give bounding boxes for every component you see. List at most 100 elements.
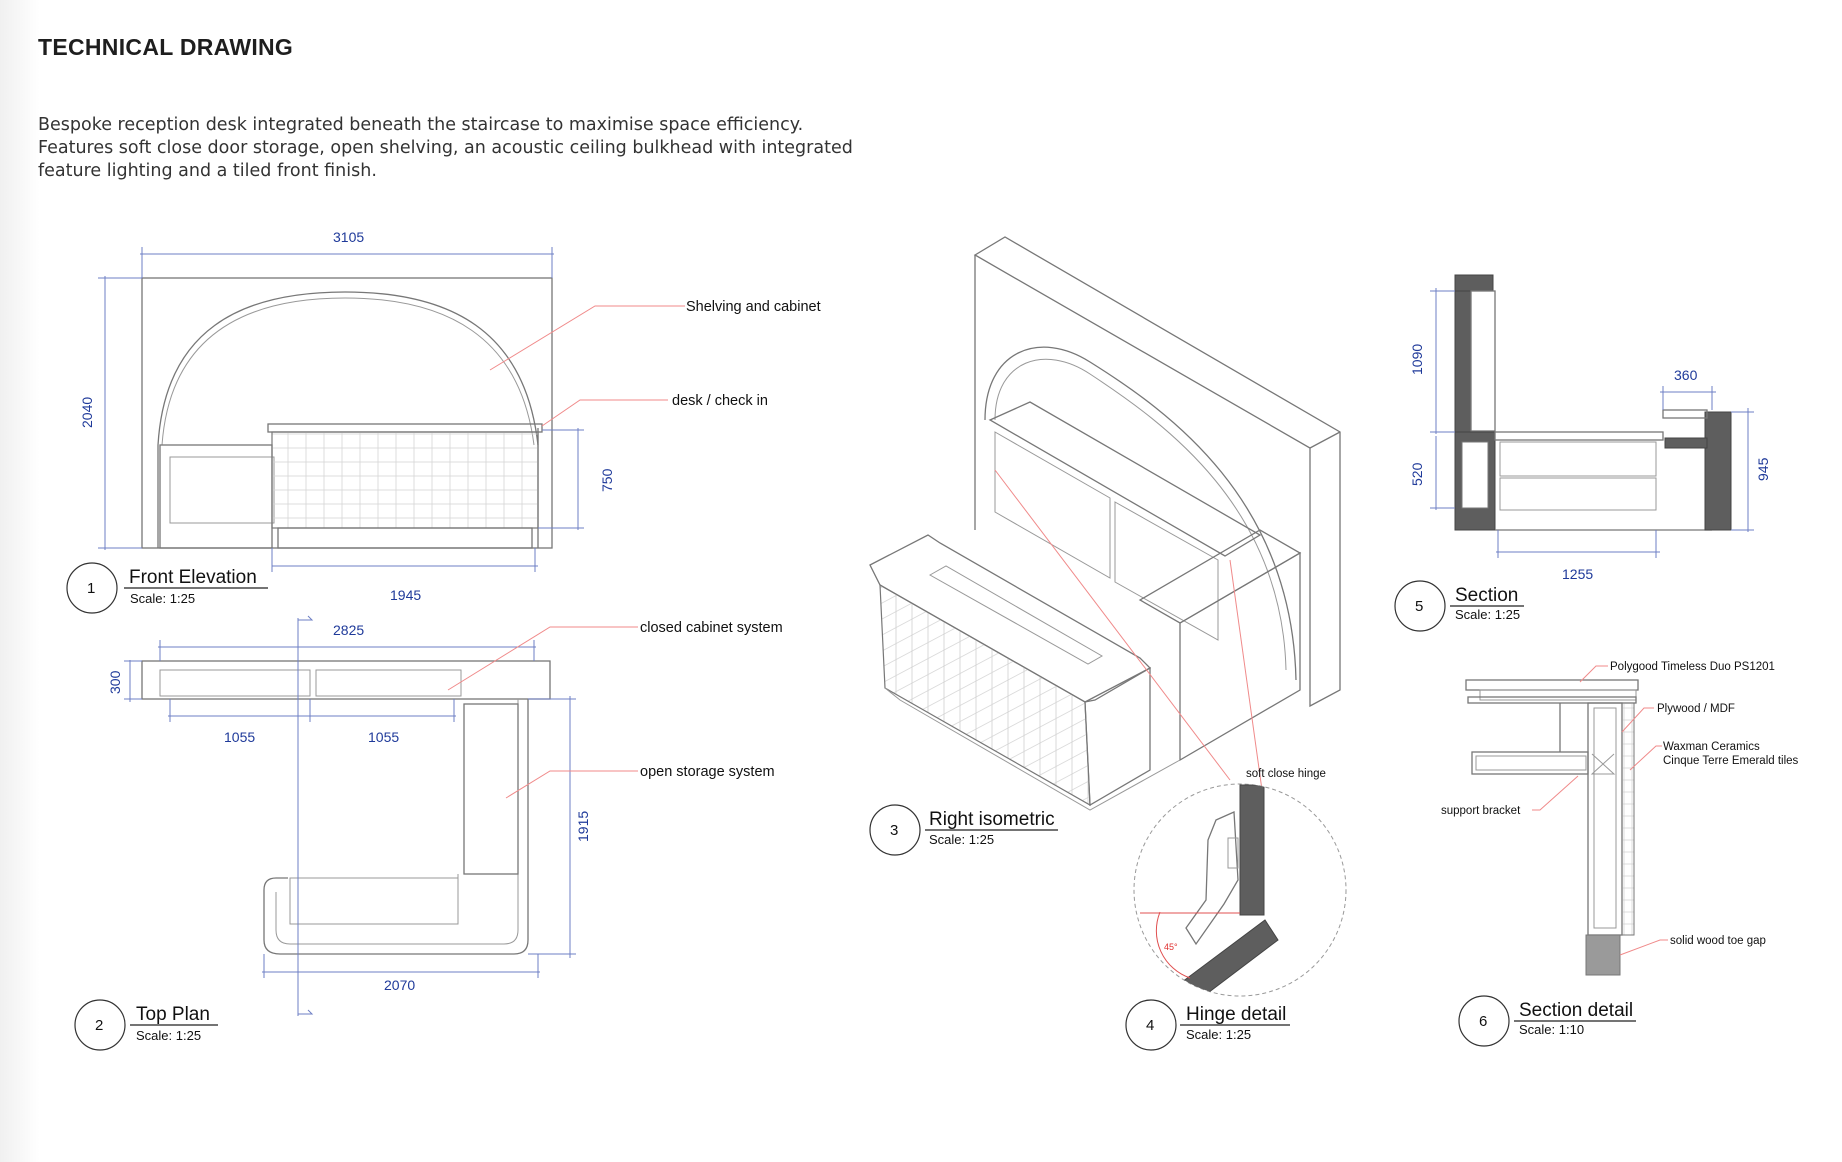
front-elevation-view: 3105 2040 750 1945 Shelving and cabinet … bbox=[66, 229, 821, 614]
view-number-5: 5 bbox=[1415, 598, 1423, 615]
worktop-substrate bbox=[1479, 689, 1637, 701]
iso-arch-inner bbox=[994, 358, 1287, 671]
view-badge-6 bbox=[1458, 995, 1510, 1047]
leader-ply bbox=[1621, 707, 1654, 733]
detail-circle bbox=[1133, 783, 1347, 997]
upper-panel bbox=[1470, 290, 1496, 432]
desk-tiled-front bbox=[271, 431, 539, 529]
desk-end-face bbox=[1084, 666, 1151, 807]
view-scale-4: Scale: 1:25 bbox=[1186, 1027, 1251, 1042]
note-top: Polygood Timeless Duo PS1201 bbox=[1610, 661, 1775, 673]
hinge-cup bbox=[1227, 837, 1239, 869]
cabinet-bay-right bbox=[315, 669, 462, 697]
bracket-cross bbox=[1590, 753, 1616, 775]
view-scale-6: Scale: 1:10 bbox=[1519, 1022, 1584, 1037]
dim-desk-width: 1945 bbox=[390, 587, 421, 603]
bulkhead-top bbox=[1454, 274, 1494, 292]
leader-bracket bbox=[1532, 775, 1579, 811]
note-hinge: soft close hinge bbox=[1246, 768, 1326, 780]
leader-open bbox=[505, 770, 638, 799]
lower-opening bbox=[1461, 441, 1489, 509]
dim-right: 945 bbox=[1755, 457, 1771, 481]
desk-tiled-face-iso bbox=[879, 583, 1091, 807]
note-desk: desk / check in bbox=[672, 393, 768, 409]
leader-desk bbox=[541, 399, 668, 427]
front-panel-section bbox=[1704, 411, 1732, 531]
desk-top bbox=[267, 423, 543, 433]
cabinet-door-right bbox=[1114, 501, 1219, 641]
desk-plinth bbox=[277, 527, 533, 549]
drawer-1 bbox=[1499, 441, 1657, 477]
dim-bay-left: 1055 bbox=[224, 729, 255, 745]
desk-outer-outline bbox=[263, 699, 529, 955]
view-number-3: 3 bbox=[890, 822, 898, 839]
hinge-detail-view: 45° soft close hinge 4 Hinge detail Scal… bbox=[1125, 768, 1347, 1051]
shelf-inner bbox=[1475, 755, 1587, 771]
view-number-1: 1 bbox=[87, 580, 95, 597]
arch-inner bbox=[161, 297, 535, 446]
dim-depth: 300 bbox=[107, 670, 123, 694]
dim-upper: 1090 bbox=[1409, 344, 1425, 375]
section-detail-view: Polygood Timeless Duo PS1201 Plywood / M… bbox=[1441, 661, 1799, 1047]
dim-bay-right: 1055 bbox=[368, 729, 399, 745]
view-number-6: 6 bbox=[1479, 1013, 1487, 1030]
dim-overall: 2825 bbox=[333, 622, 364, 638]
angle-label: 45° bbox=[1164, 942, 1178, 952]
note-tiles-1: Waxman Ceramics bbox=[1663, 741, 1760, 753]
top-plan-view: 2825 300 1055 1055 1915 2070 closed cabi… bbox=[74, 615, 783, 1051]
view-badge-5 bbox=[1394, 580, 1446, 632]
dim-front: 2070 bbox=[384, 977, 415, 993]
cabinet-top bbox=[988, 401, 1262, 557]
dim-width: 3105 bbox=[333, 229, 364, 245]
counter-top-section bbox=[1662, 409, 1708, 419]
dim-bottom: 1255 bbox=[1562, 566, 1593, 582]
description-line-3: feature lighting and a tiled front finis… bbox=[38, 161, 377, 181]
cut-arrow-top bbox=[298, 615, 314, 621]
right-isometric-view: 3 Right isometric Scale: 1:25 bbox=[869, 236, 1341, 856]
desk-well bbox=[289, 877, 459, 925]
note-toe: solid wood toe gap bbox=[1670, 935, 1766, 947]
wall-corner bbox=[1309, 431, 1341, 449]
sheet-edge-shadow bbox=[0, 0, 40, 1162]
drawer-2 bbox=[1499, 477, 1657, 511]
wall-top-and-side bbox=[973, 236, 1341, 708]
view-badge-3 bbox=[869, 804, 921, 856]
back-cabinet-outline bbox=[141, 660, 551, 700]
open-storage bbox=[463, 703, 519, 875]
view-title-1: Front Elevation bbox=[129, 567, 257, 588]
view-scale-3: Scale: 1:25 bbox=[929, 832, 994, 847]
shelf-section bbox=[1471, 751, 1589, 775]
carcass-panel bbox=[1239, 784, 1265, 916]
right-block-side bbox=[1179, 551, 1301, 762]
dim-desk-height: 750 bbox=[599, 468, 615, 492]
view-scale-1: Scale: 1:25 bbox=[130, 591, 195, 606]
view-number-2: 2 bbox=[95, 1017, 103, 1034]
cut-arrow-bottom bbox=[298, 1009, 314, 1015]
view-title-6: Section detail bbox=[1519, 1000, 1633, 1021]
dim-top: 360 bbox=[1674, 367, 1698, 383]
dim-height: 2040 bbox=[79, 397, 95, 428]
view-badge-4 bbox=[1125, 999, 1177, 1051]
leader-iso-1 bbox=[994, 469, 1231, 781]
view-scale-5: Scale: 1:25 bbox=[1455, 607, 1520, 622]
leader-closed bbox=[447, 626, 638, 691]
desk-plinth-iso bbox=[884, 687, 1181, 811]
note-shelving: Shelving and cabinet bbox=[686, 299, 821, 315]
desk-shelf-top bbox=[1494, 431, 1664, 441]
dim-side: 1915 bbox=[575, 811, 591, 842]
note-tiles-2: Cinque Terre Emerald tiles bbox=[1663, 755, 1799, 767]
view-number-4: 4 bbox=[1146, 1017, 1154, 1034]
note-open: open storage system bbox=[640, 764, 775, 780]
cabinet-bay-left bbox=[159, 669, 311, 697]
ply-core bbox=[1587, 702, 1623, 936]
cabinet-outline bbox=[159, 444, 273, 549]
leader-top bbox=[1579, 665, 1608, 683]
door-panel-open bbox=[1177, 919, 1279, 996]
leader-tiles bbox=[1629, 745, 1662, 771]
angle-arc bbox=[1155, 911, 1191, 979]
view-title-3: Right isometric bbox=[929, 809, 1055, 830]
note-bracket: support bracket bbox=[1441, 805, 1521, 817]
view-scale-2: Scale: 1:25 bbox=[136, 1028, 201, 1043]
tile-layer bbox=[1621, 702, 1635, 936]
